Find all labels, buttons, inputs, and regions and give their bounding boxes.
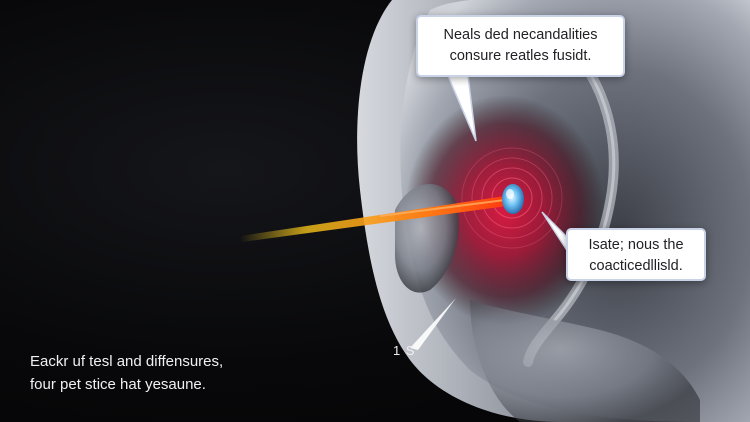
callout-top-line1: Neals ded necandalities — [443, 27, 598, 43]
ring-2 — [481, 167, 543, 229]
ear-canal-glow — [405, 95, 605, 325]
callout-top: Neals ded necandalities consure reatles … — [416, 15, 625, 77]
callout-right-line1: Isate; nous the — [588, 237, 684, 253]
callout-right-line2: coacticedllisld. — [589, 258, 683, 274]
caption-line2: four pet stice hat yesaune. — [30, 376, 206, 393]
callout-right: Isate; nous the coacticedllisld. — [566, 228, 706, 281]
laser-core — [379, 199, 506, 217]
caption: Eackr uf tesl and diffensures, four pet … — [30, 350, 223, 396]
ear-lobe — [470, 300, 700, 422]
ring-3 — [471, 157, 553, 239]
focal-point — [502, 184, 524, 214]
label-pointer — [410, 298, 456, 350]
ring-4 — [461, 147, 563, 249]
caption-line1: Eackr uf tesl and diffensures, — [30, 353, 224, 370]
callout-top-line2: consure reatles fusidt. — [449, 48, 592, 64]
marker-label: 1 S — [393, 343, 416, 358]
